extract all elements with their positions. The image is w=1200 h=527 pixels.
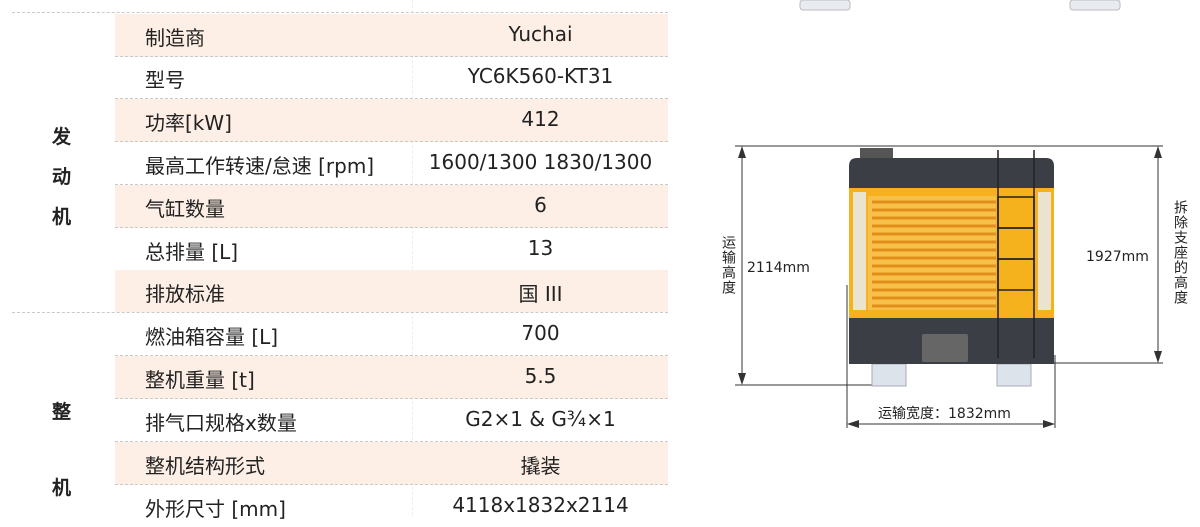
spec-key: 总排量 [L]: [145, 240, 239, 264]
spec-row: 外形尺寸 [mm] 4118x1832x2114: [115, 485, 668, 527]
group-divider: [12, 312, 668, 313]
spec-row: 型号 YC6K560-KT31: [115, 56, 668, 99]
spec-row: 最高工作转速/怠速 [rpm] 1600/1300 1830/1300: [115, 142, 668, 185]
no-support-height-value: 1927mm: [1086, 249, 1149, 265]
spec-row: 燃油箱容量 [L] 700: [115, 313, 668, 356]
spec-key: 气缸数量: [145, 197, 225, 221]
cropped-machine-feet: [799, 0, 1121, 11]
spec-row: 排放标准 国 III: [115, 270, 668, 312]
spec-value: 撬装: [520, 454, 561, 478]
spec-key: 制造商: [145, 26, 205, 50]
spec-key: 功率[kW]: [145, 111, 232, 135]
spec-key: 型号: [145, 68, 185, 92]
spec-key: 排气口规格x数量: [145, 411, 297, 435]
spec-value: YC6K560-KT31: [467, 64, 614, 88]
spec-row: 排气口规格x数量 G2×1 & G¾×1: [115, 399, 668, 442]
spec-value: 5.5: [524, 364, 557, 388]
machine-dimension-figure: 运输高度 2114mm 1927mm 拆除支座的高度 运输宽度：1832mm: [700, 130, 1200, 430]
spec-value: 6: [534, 193, 547, 217]
spec-value: 700: [521, 321, 560, 345]
group-divider: [12, 12, 668, 13]
spec-key: 最高工作转速/怠速 [rpm]: [145, 154, 375, 178]
spec-value: Yuchai: [508, 22, 573, 46]
spec-row: 制造商 Yuchai: [115, 14, 668, 57]
no-support-height-label: 拆除支座的高度: [1172, 200, 1188, 305]
spec-row: 整机结构形式 撬装: [115, 442, 668, 485]
spec-value: 4118x1832x2114: [452, 493, 629, 517]
group-label-char: 机: [52, 206, 72, 228]
spec-row: 整机重量 [t] 5.5: [115, 356, 668, 399]
group-label-char: 机: [52, 477, 72, 499]
spec-value: 国 III: [518, 282, 563, 306]
group-label-char: 发: [52, 126, 72, 148]
column-divider: [412, 0, 413, 515]
group-label-char: 动: [52, 166, 72, 188]
transport-height-value: 2114mm: [747, 260, 810, 276]
transport-width-label: 运输宽度：1832mm: [878, 406, 1011, 422]
spec-value: 412: [521, 107, 560, 131]
machine-front-view: [735, 145, 1163, 428]
transport-height-label: 运输高度: [720, 235, 736, 295]
spec-value: 13: [527, 236, 554, 260]
group-label-char: 整: [52, 401, 72, 423]
spec-row: 功率[kW] 412: [115, 99, 668, 142]
spec-value: G2×1 & G¾×1: [465, 407, 616, 431]
spec-key: 排放标准: [145, 282, 225, 306]
spec-key: 整机重量 [t]: [145, 368, 255, 392]
spec-key: 外形尺寸 [mm]: [145, 497, 286, 521]
spec-value: 1600/1300 1830/1300: [428, 150, 653, 174]
spec-row: 总排量 [L] 13: [115, 228, 668, 271]
spec-row: 气缸数量 6: [115, 185, 668, 228]
spec-key: 整机结构形式: [145, 454, 265, 478]
spec-key: 燃油箱容量 [L]: [145, 325, 279, 349]
